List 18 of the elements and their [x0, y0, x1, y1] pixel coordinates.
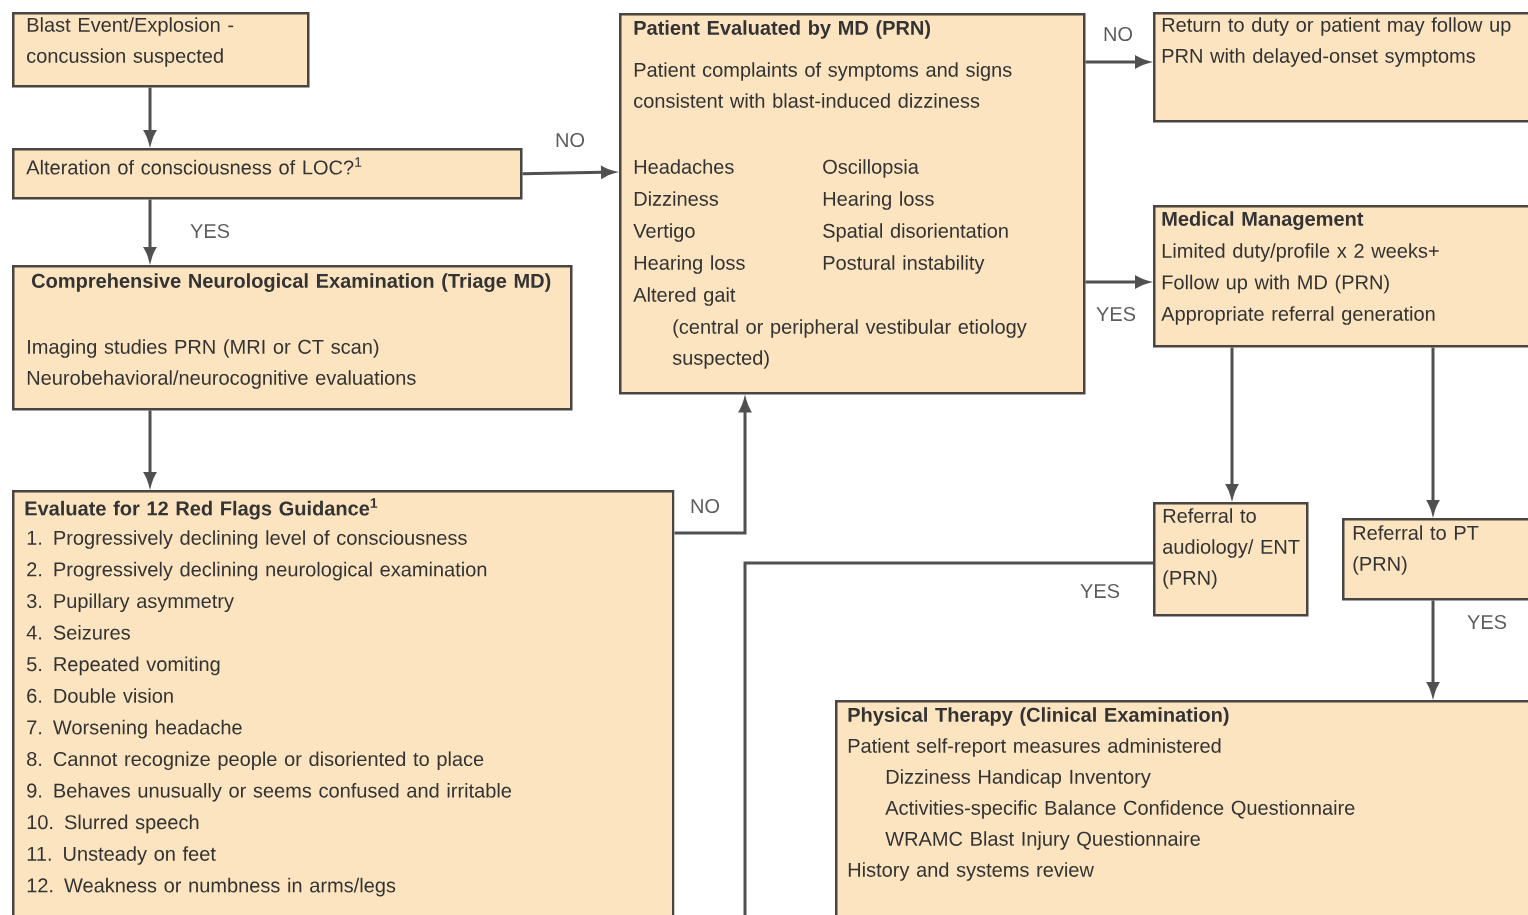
edge-label: YES — [189, 222, 231, 240]
edge-label: YES — [1079, 582, 1121, 600]
process-box: Referral to PT (PRN) — [1342, 518, 1528, 601]
process-box: Physical Therapy (Clinical Examination) Patient self-report measures administered Dizziness Handicap Inventory Activities-specific Balance Confidence Questionnaire WRAMC Blast Injury Questionnaire History and systems review — [835, 700, 1528, 915]
process-box: Blast Event/Explosion -concussion suspected — [12, 12, 310, 88]
edge-label: YES — [1095, 305, 1137, 323]
edge-label: NO — [1102, 25, 1134, 43]
process-box: Evaluate for 12 Red Flags Guidance$^{1}$ 1. Progressively declining level of consciousness 2. Progressively declining neurological examination 3. Pupillary asymmetry 4. Seizures 5. Repeated vomiting 6. Double vision 7. Worsening headache 8. Cannot recognize people or disoriented to place 9. Behaves unusually or seems confused and irritable 10. Slurred speech 11. Unsteady on feet 12. Weakness or numbness in arms/legs — [12, 490, 675, 915]
process-box: Medical Management Limited duty/profile x 2 weeks+ Follow up with MD (PRN) Appropriate referral generation — [1153, 205, 1528, 348]
edge-label: NO — [689, 497, 721, 515]
process-box: Alteration of consciousness of LOC?$^{1}$ — [12, 148, 523, 200]
edge-label: YES — [1466, 613, 1508, 631]
process-box: Patient Evaluated by MD (PRN) Patient complaints of symptoms and signs consistent with blast-induced dizziness Headaches Oscillopsia Dizziness Hearing loss Vertigo Spatial disorientation Hearing loss Postural instability Altered gait (central or peripheral vestibular etiology suspected) — [619, 13, 1086, 395]
process-box: Return to duty or patient may follow up PRN with delayed-onset symptoms — [1153, 12, 1528, 123]
process-box: Referral to audiology/ ENT (PRN) — [1153, 502, 1309, 617]
process-box: Comprehensive Neurological Examination (Triage MD) Imaging studies PRN (MRI or CT scan) Neurobehavioral/neurocognitive evaluations — [12, 265, 573, 411]
edge-label: NO — [554, 131, 586, 149]
arrow — [674, 398, 751, 535]
